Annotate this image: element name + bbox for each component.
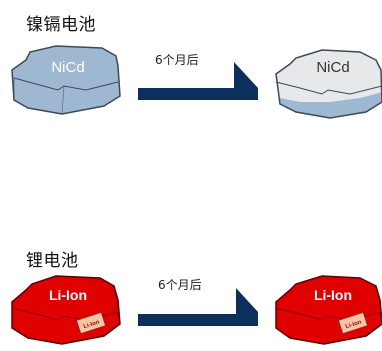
- liion-arrow: [138, 288, 258, 326]
- nicd-arrow: [138, 62, 258, 100]
- liion-battery-after: Li-Ion Li-Ion: [275, 275, 382, 345]
- liion-battery-before: Li-Ion Li-Ion: [11, 275, 121, 345]
- liion-battery-label-before: Li-Ion: [49, 287, 87, 303]
- liion-section-title: 锂电池: [26, 251, 79, 271]
- nicd-battery-label-before: NiCd: [51, 59, 84, 76]
- nicd-battery-full: NiCd: [11, 45, 121, 115]
- liion-after-sticker-logo: Li-Ion: [345, 319, 363, 330]
- nicd-battery-after: NiCd: [275, 49, 382, 119]
- liion-battery-label-after: Li-Ion: [314, 287, 352, 303]
- liion-arrow-label: 6个月后: [158, 278, 202, 292]
- liion-before-sticker-logo: Li-Ion: [83, 319, 101, 330]
- nicd-arrow-label: 6个月后: [155, 53, 199, 67]
- nicd-section-title: 镍镉电池: [26, 15, 96, 35]
- nicd-battery-label-after: NiCd: [316, 59, 349, 76]
